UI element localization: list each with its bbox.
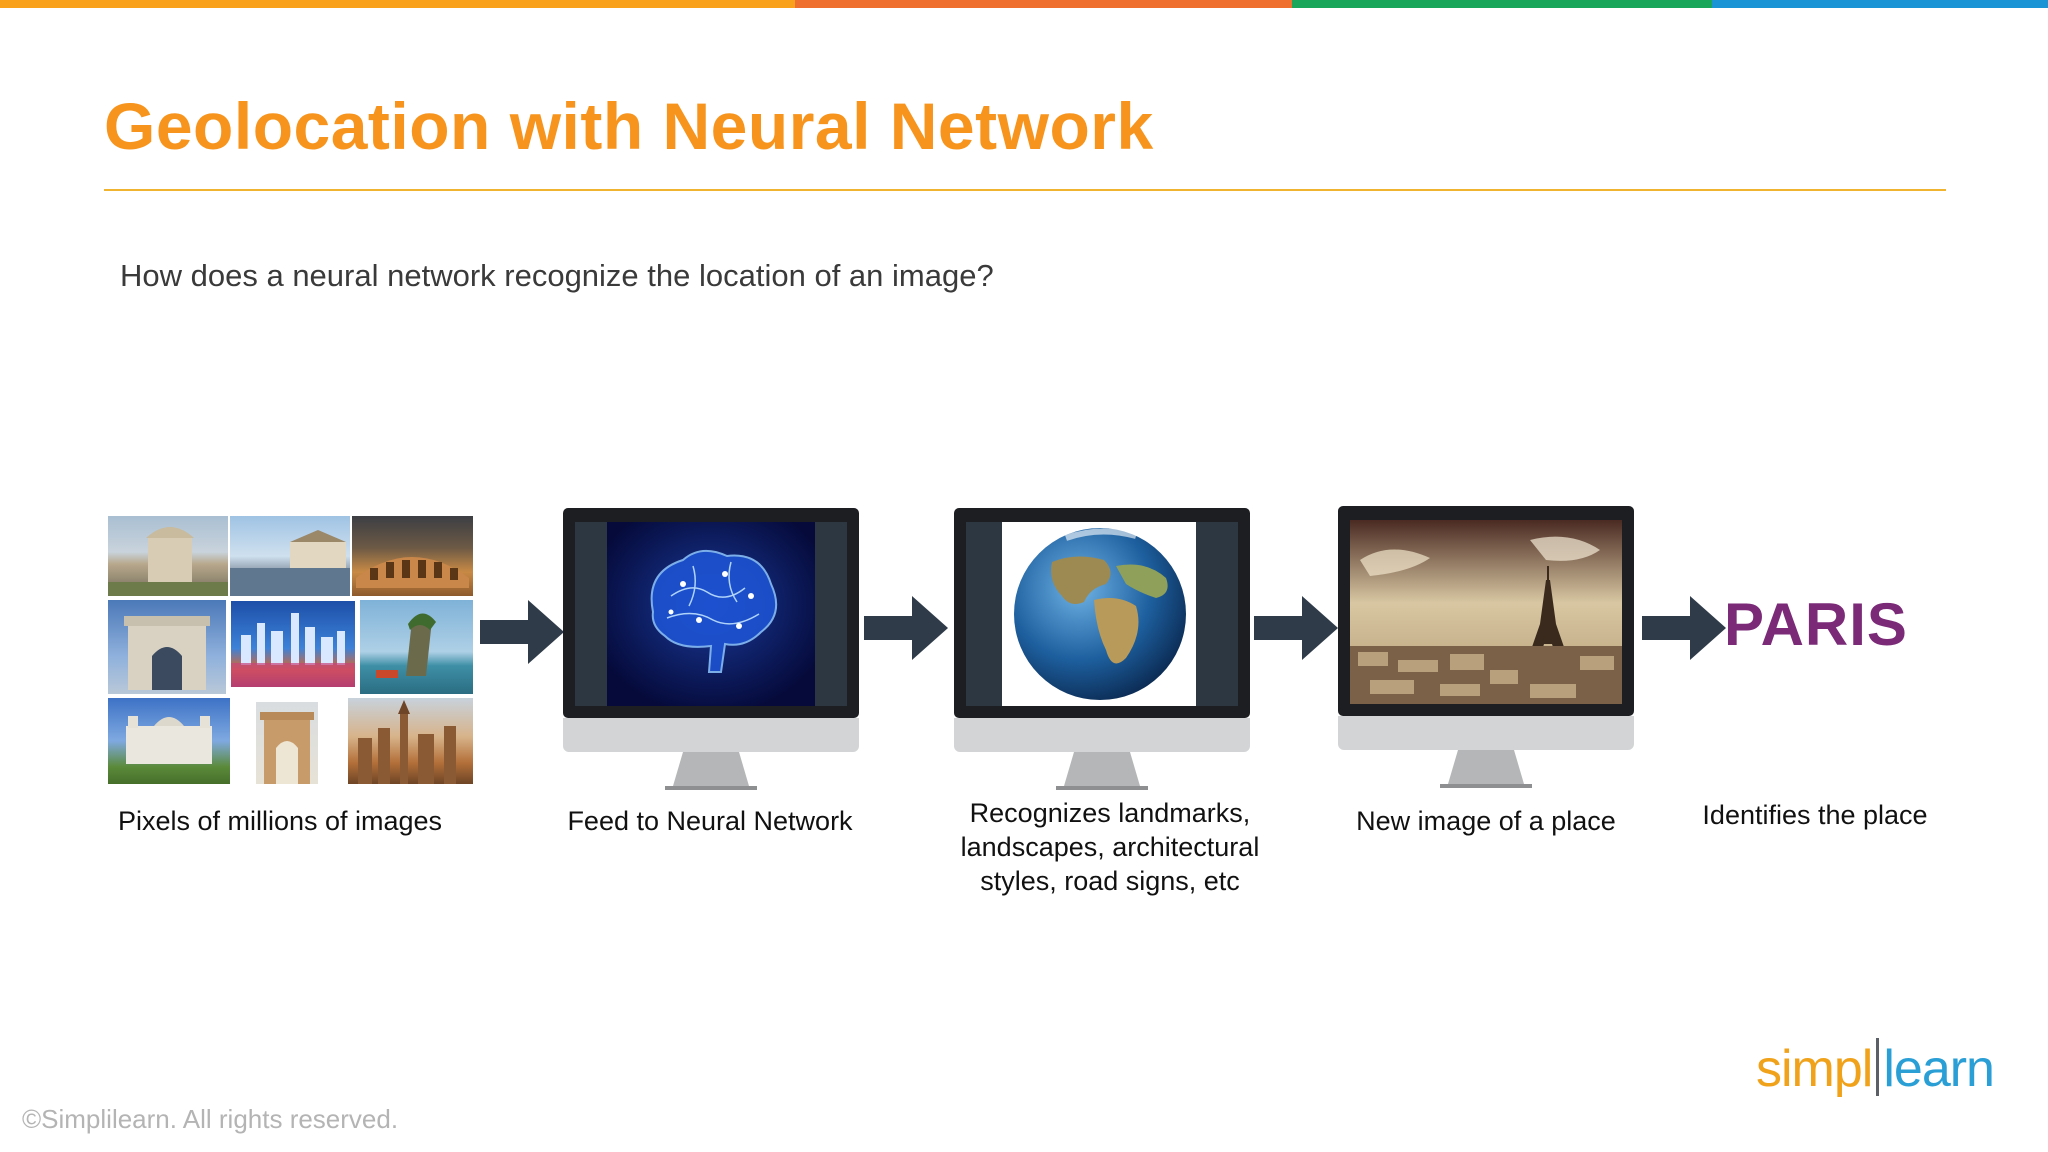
monitor-chin — [563, 718, 859, 752]
monitor-bezel — [563, 508, 859, 718]
monitor-bezel — [1338, 506, 1634, 716]
monitor-chin — [1338, 716, 1634, 750]
caption-step-3-line-2: landscapes, architectural — [960, 832, 1260, 862]
caption-step-3-line-1: Recognizes landmarks, — [969, 798, 1251, 828]
collage-tile-riverfront — [230, 516, 350, 596]
caption-step-3-line-3: styles, road signs, etc — [980, 866, 1240, 896]
collage-tile-white-palace — [108, 698, 230, 784]
top-bar-segment-orange — [0, 0, 795, 8]
collage-tile-colosseum — [352, 516, 473, 596]
top-bar-segment-green — [1292, 0, 1712, 8]
arrow-right-icon — [864, 596, 948, 660]
collage-tile-city-night — [228, 598, 358, 690]
slide-title: Geolocation with Neural Network — [104, 89, 1154, 163]
caption-step-1: Pixels of millions of images — [117, 806, 443, 836]
collage-tile-arc-de-triomphe — [108, 600, 226, 694]
caption-step-2: Feed to Neural Network — [567, 806, 853, 836]
eiffel-tower-icon — [1350, 520, 1622, 704]
collage-tile-european-city — [348, 698, 473, 784]
caption-step-4: New image of a place — [1356, 806, 1616, 836]
globe-icon — [966, 522, 1238, 706]
logo-part-1: simpl — [1756, 1040, 1873, 1098]
monitor-screen — [1350, 520, 1622, 704]
monitor-screen — [966, 522, 1238, 706]
result-label: PARIS — [1724, 591, 1908, 658]
copyright-notice: ©Simplilearn. All rights reserved. — [22, 1104, 399, 1134]
landmark-collage — [108, 516, 473, 784]
arrow-right-icon — [1254, 596, 1338, 660]
monitor-bezel — [954, 508, 1250, 718]
monitor-neural-network — [563, 508, 859, 790]
title-underline — [104, 189, 1946, 191]
brain-icon — [575, 522, 847, 706]
logo-divider — [1876, 1038, 1880, 1096]
top-color-bar — [0, 0, 2048, 8]
logo-part-2: learn — [1883, 1040, 1995, 1098]
top-bar-segment-red — [795, 0, 1292, 8]
arrow-right-icon — [480, 600, 564, 664]
slide-question: How does a neural network recognize the … — [120, 258, 994, 293]
caption-step-5: Identifies the place — [1702, 800, 1928, 830]
monitor-recognition — [954, 508, 1250, 790]
caption-step-3: Recognizes landmarks, landscapes, archit… — [920, 796, 1300, 898]
collage-tile-rock-island — [360, 600, 473, 694]
collage-tile-india-gate — [256, 702, 318, 784]
monitor-new-image — [1338, 506, 1634, 788]
top-bar-segment-blue — [1712, 0, 2048, 8]
monitor-screen — [575, 522, 847, 706]
collage-tile-pisa — [108, 516, 228, 596]
monitor-chin — [954, 718, 1250, 752]
monitor-stand — [1056, 752, 1148, 790]
arrow-right-icon — [1642, 596, 1726, 660]
monitor-stand — [665, 752, 757, 790]
monitor-stand — [1440, 750, 1532, 788]
